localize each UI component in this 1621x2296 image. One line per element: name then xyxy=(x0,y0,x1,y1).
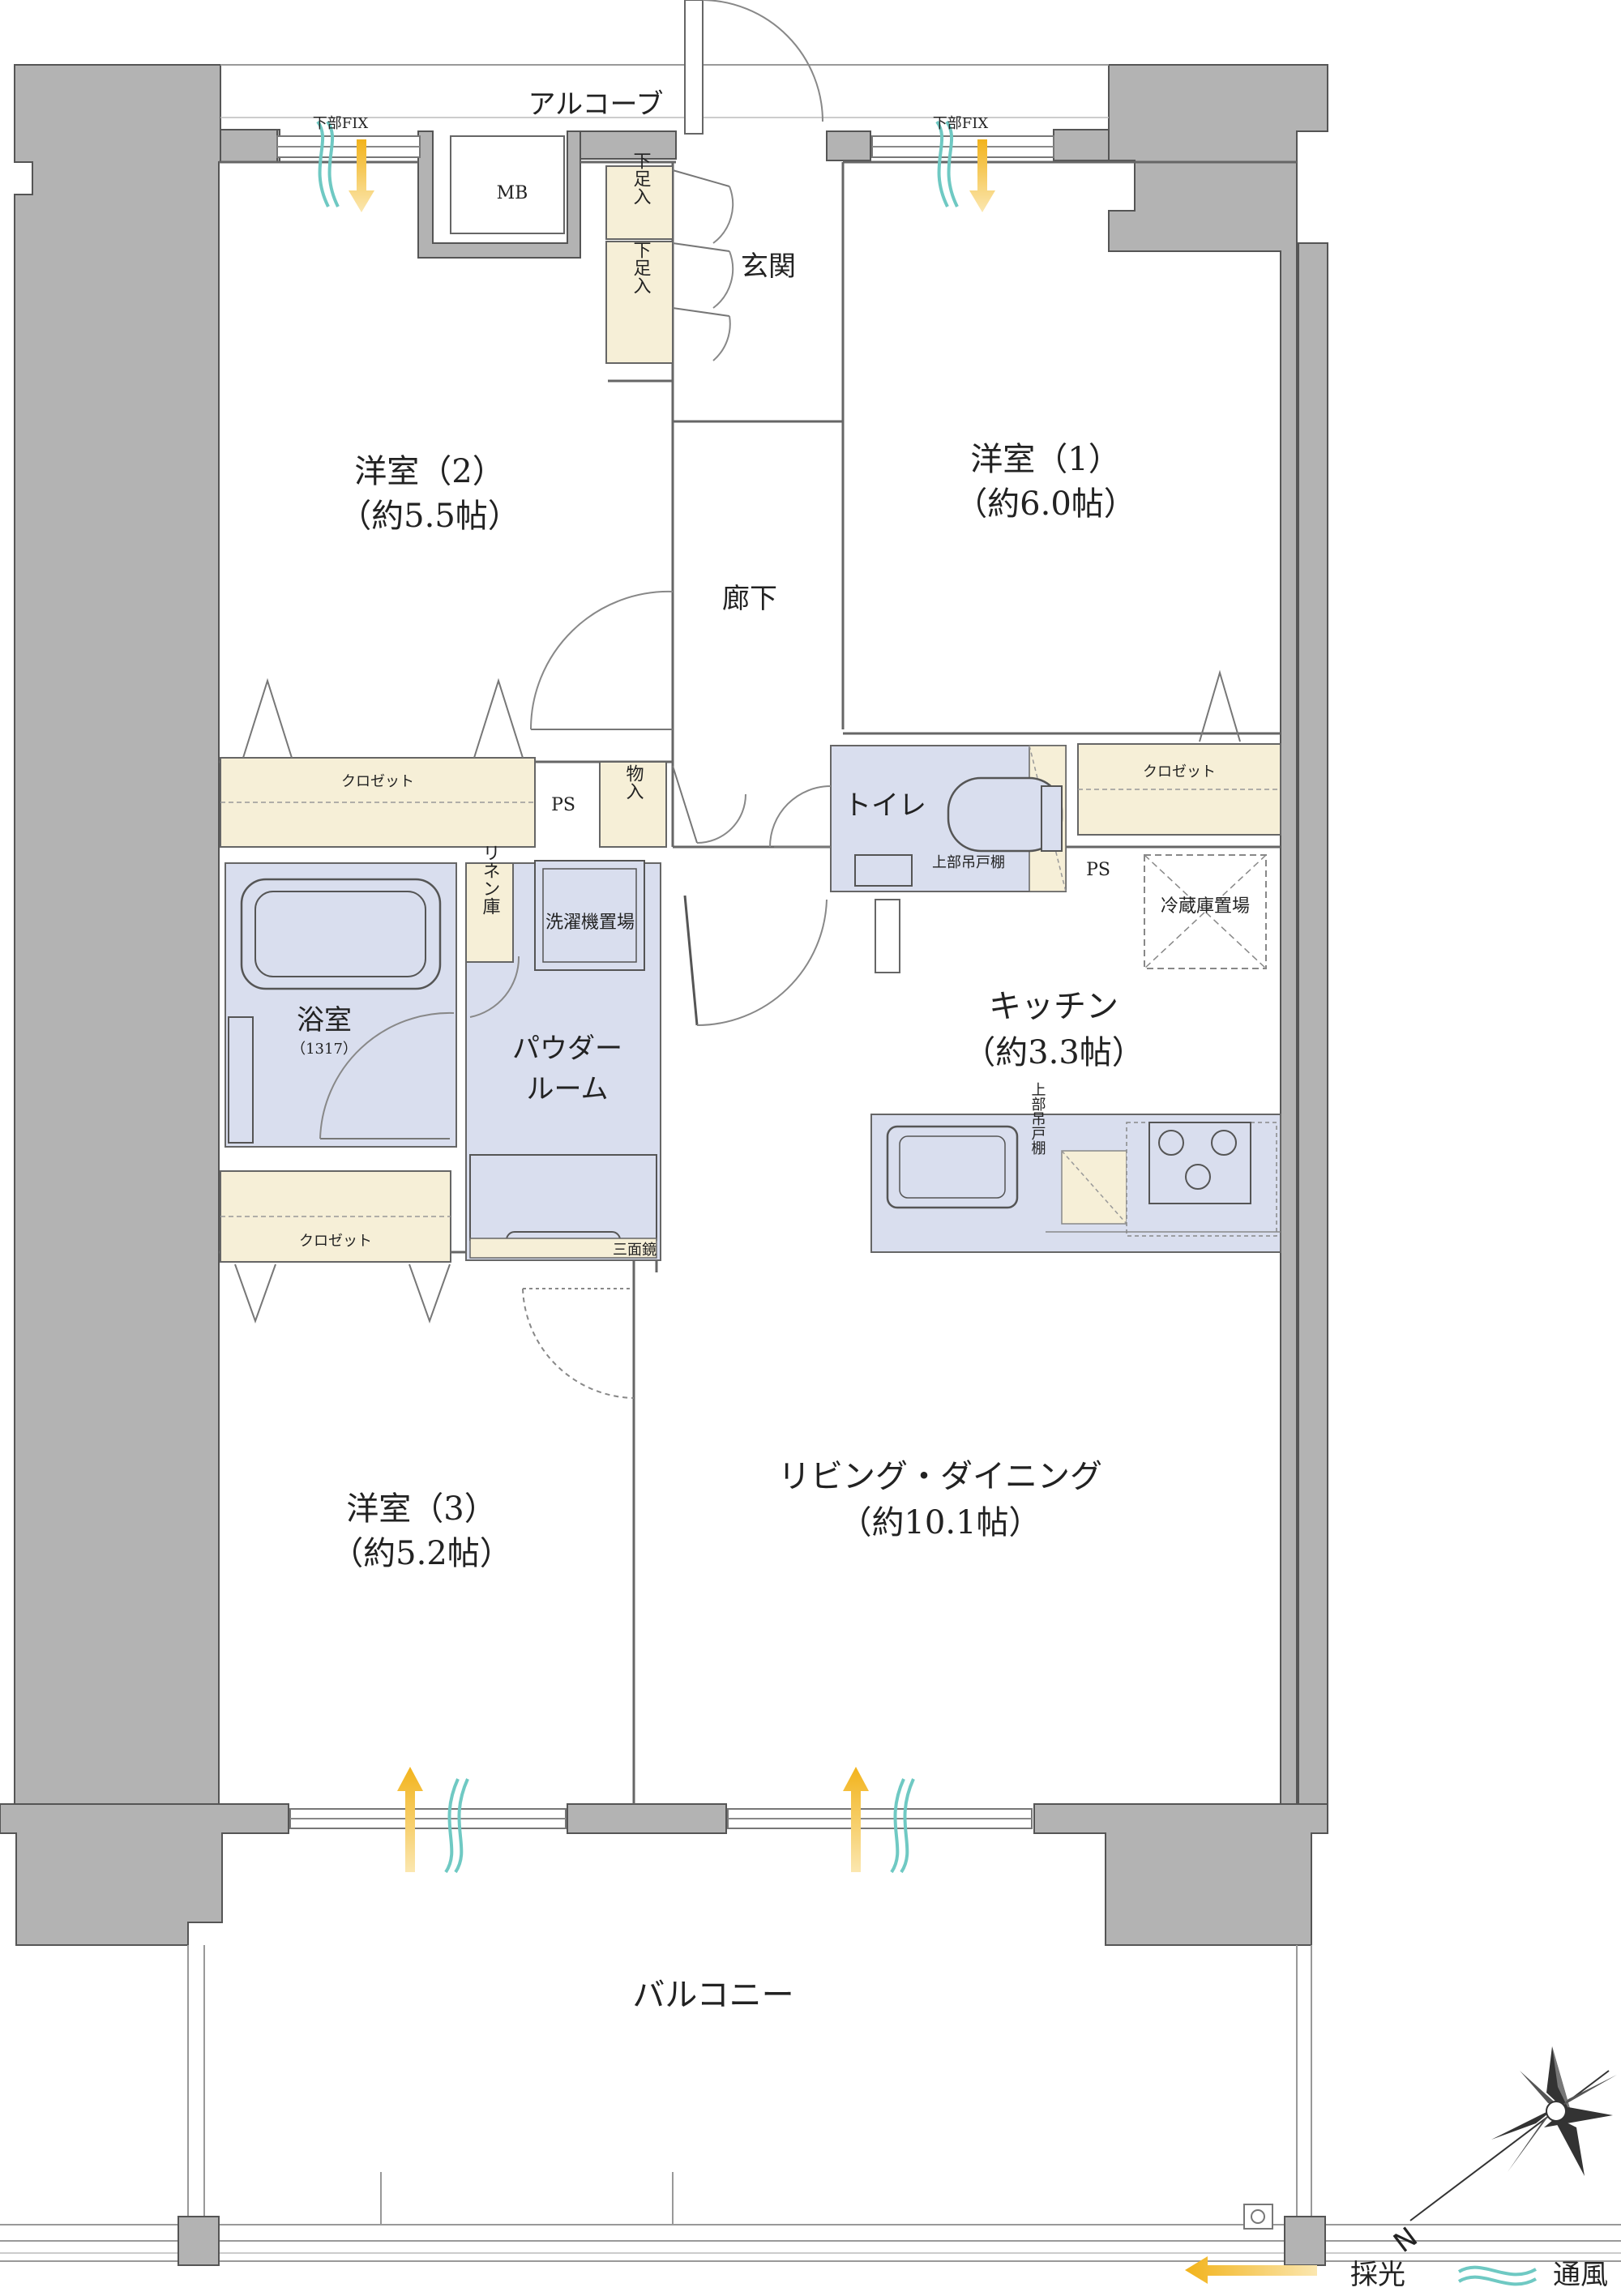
legend-light-label: 採光 xyxy=(1350,2259,1405,2291)
storage-label: 物入 xyxy=(623,764,644,800)
kitchen-name: キッチン xyxy=(989,988,1118,1025)
ldk-size: （約10.1帖） xyxy=(839,1504,1041,1541)
fix-left-label: 下部FIX xyxy=(313,115,369,132)
closets xyxy=(220,669,1281,1323)
bed2-size: （約5.5帖） xyxy=(339,498,520,535)
storage-box xyxy=(599,761,746,848)
mb-label: MB xyxy=(497,183,528,203)
compass xyxy=(1409,2046,1617,2221)
closet-left-label: クロゼット xyxy=(341,773,414,790)
fridge-space xyxy=(1144,854,1267,969)
bed1-size: （約6.0帖） xyxy=(955,485,1136,523)
light-arrow-bottom-right xyxy=(843,1767,869,1872)
bath-size: （1317） xyxy=(291,1041,357,1058)
bed1-name: 洋室（1） xyxy=(970,441,1120,478)
labels: アルコーブ 下部FIX 下部FIX MB 下足入 下足入 玄関 洋室（2） （約… xyxy=(291,88,1608,2291)
alcove-label: アルコーブ xyxy=(528,88,664,121)
washer-label: 洗濯機置場 xyxy=(545,913,635,933)
bed2-door xyxy=(530,590,674,730)
legend-wind-label: 通風 xyxy=(1553,2259,1608,2291)
light-arrow-top-left xyxy=(349,139,374,212)
mb-box xyxy=(450,135,565,234)
genkan-label: 玄関 xyxy=(741,250,796,283)
wind-arrow-top-right xyxy=(935,120,959,207)
powder-room xyxy=(465,860,828,1261)
toilet-label: トイレ xyxy=(844,789,926,822)
linen-label: リネン庫 xyxy=(480,844,501,915)
wind-arrow-bottom-right xyxy=(890,1778,915,1874)
toilet-shelf-label: 上部吊戸棚 xyxy=(932,854,1005,871)
ldk-name: リビング・ダイニング xyxy=(778,1458,1102,1495)
outer-walls xyxy=(0,64,1328,1946)
wind-arrow-top-left xyxy=(316,120,340,207)
bath-name: 浴室 xyxy=(297,1004,352,1037)
shoe-label-2: 下足入 xyxy=(631,241,652,294)
balcony-label: バルコニー xyxy=(632,1977,793,2014)
fix-right-label: 下部FIX xyxy=(933,115,989,132)
bed2-name: 洋室（2） xyxy=(354,453,504,490)
kitchen-size: （約3.3帖） xyxy=(963,1034,1144,1071)
bed3-size: （約5.2帖） xyxy=(331,1535,512,1572)
powder-label-1: パウダー xyxy=(512,1033,622,1065)
legend-light-arrow xyxy=(1185,2256,1317,2284)
legend xyxy=(1185,2256,1537,2286)
ps-left-label: PS xyxy=(551,795,575,815)
toilet-room xyxy=(769,745,1067,892)
entry-doors xyxy=(672,169,734,361)
closet-right-label: クロゼット xyxy=(1143,763,1216,780)
bed3-name: 洋室（3） xyxy=(346,1490,496,1528)
legend-wind-arrow xyxy=(1457,2265,1537,2286)
wind-arrow-bottom-left xyxy=(444,1778,469,1874)
kitchen-shelf-label: 上部吊戸棚 xyxy=(1029,1082,1046,1156)
bathroom xyxy=(225,862,457,1148)
ps-right-label: PS xyxy=(1086,860,1110,880)
shoe-label-1: 下足入 xyxy=(631,152,652,205)
light-arrow-bottom-left xyxy=(397,1767,423,1872)
light-arrow-top-right xyxy=(969,139,995,212)
bed3-door xyxy=(522,1288,635,1399)
corridor-label: 廊下 xyxy=(722,583,777,615)
balcony xyxy=(0,1945,1621,2266)
light-wind-indicators xyxy=(316,120,995,1874)
mirror-label: 三面鏡 xyxy=(613,1242,657,1259)
top-windows xyxy=(276,135,1054,158)
bottom-windows xyxy=(289,1808,1033,1829)
kitchen-counter xyxy=(870,1114,1281,1253)
alcove-area xyxy=(220,0,1109,135)
shoe-cabinets xyxy=(605,165,674,364)
fridge-label: 冷蔵庫置場 xyxy=(1161,896,1250,917)
closet-bottom-label: クロゼット xyxy=(299,1233,372,1250)
powder-label-2: ルーム xyxy=(527,1073,609,1105)
